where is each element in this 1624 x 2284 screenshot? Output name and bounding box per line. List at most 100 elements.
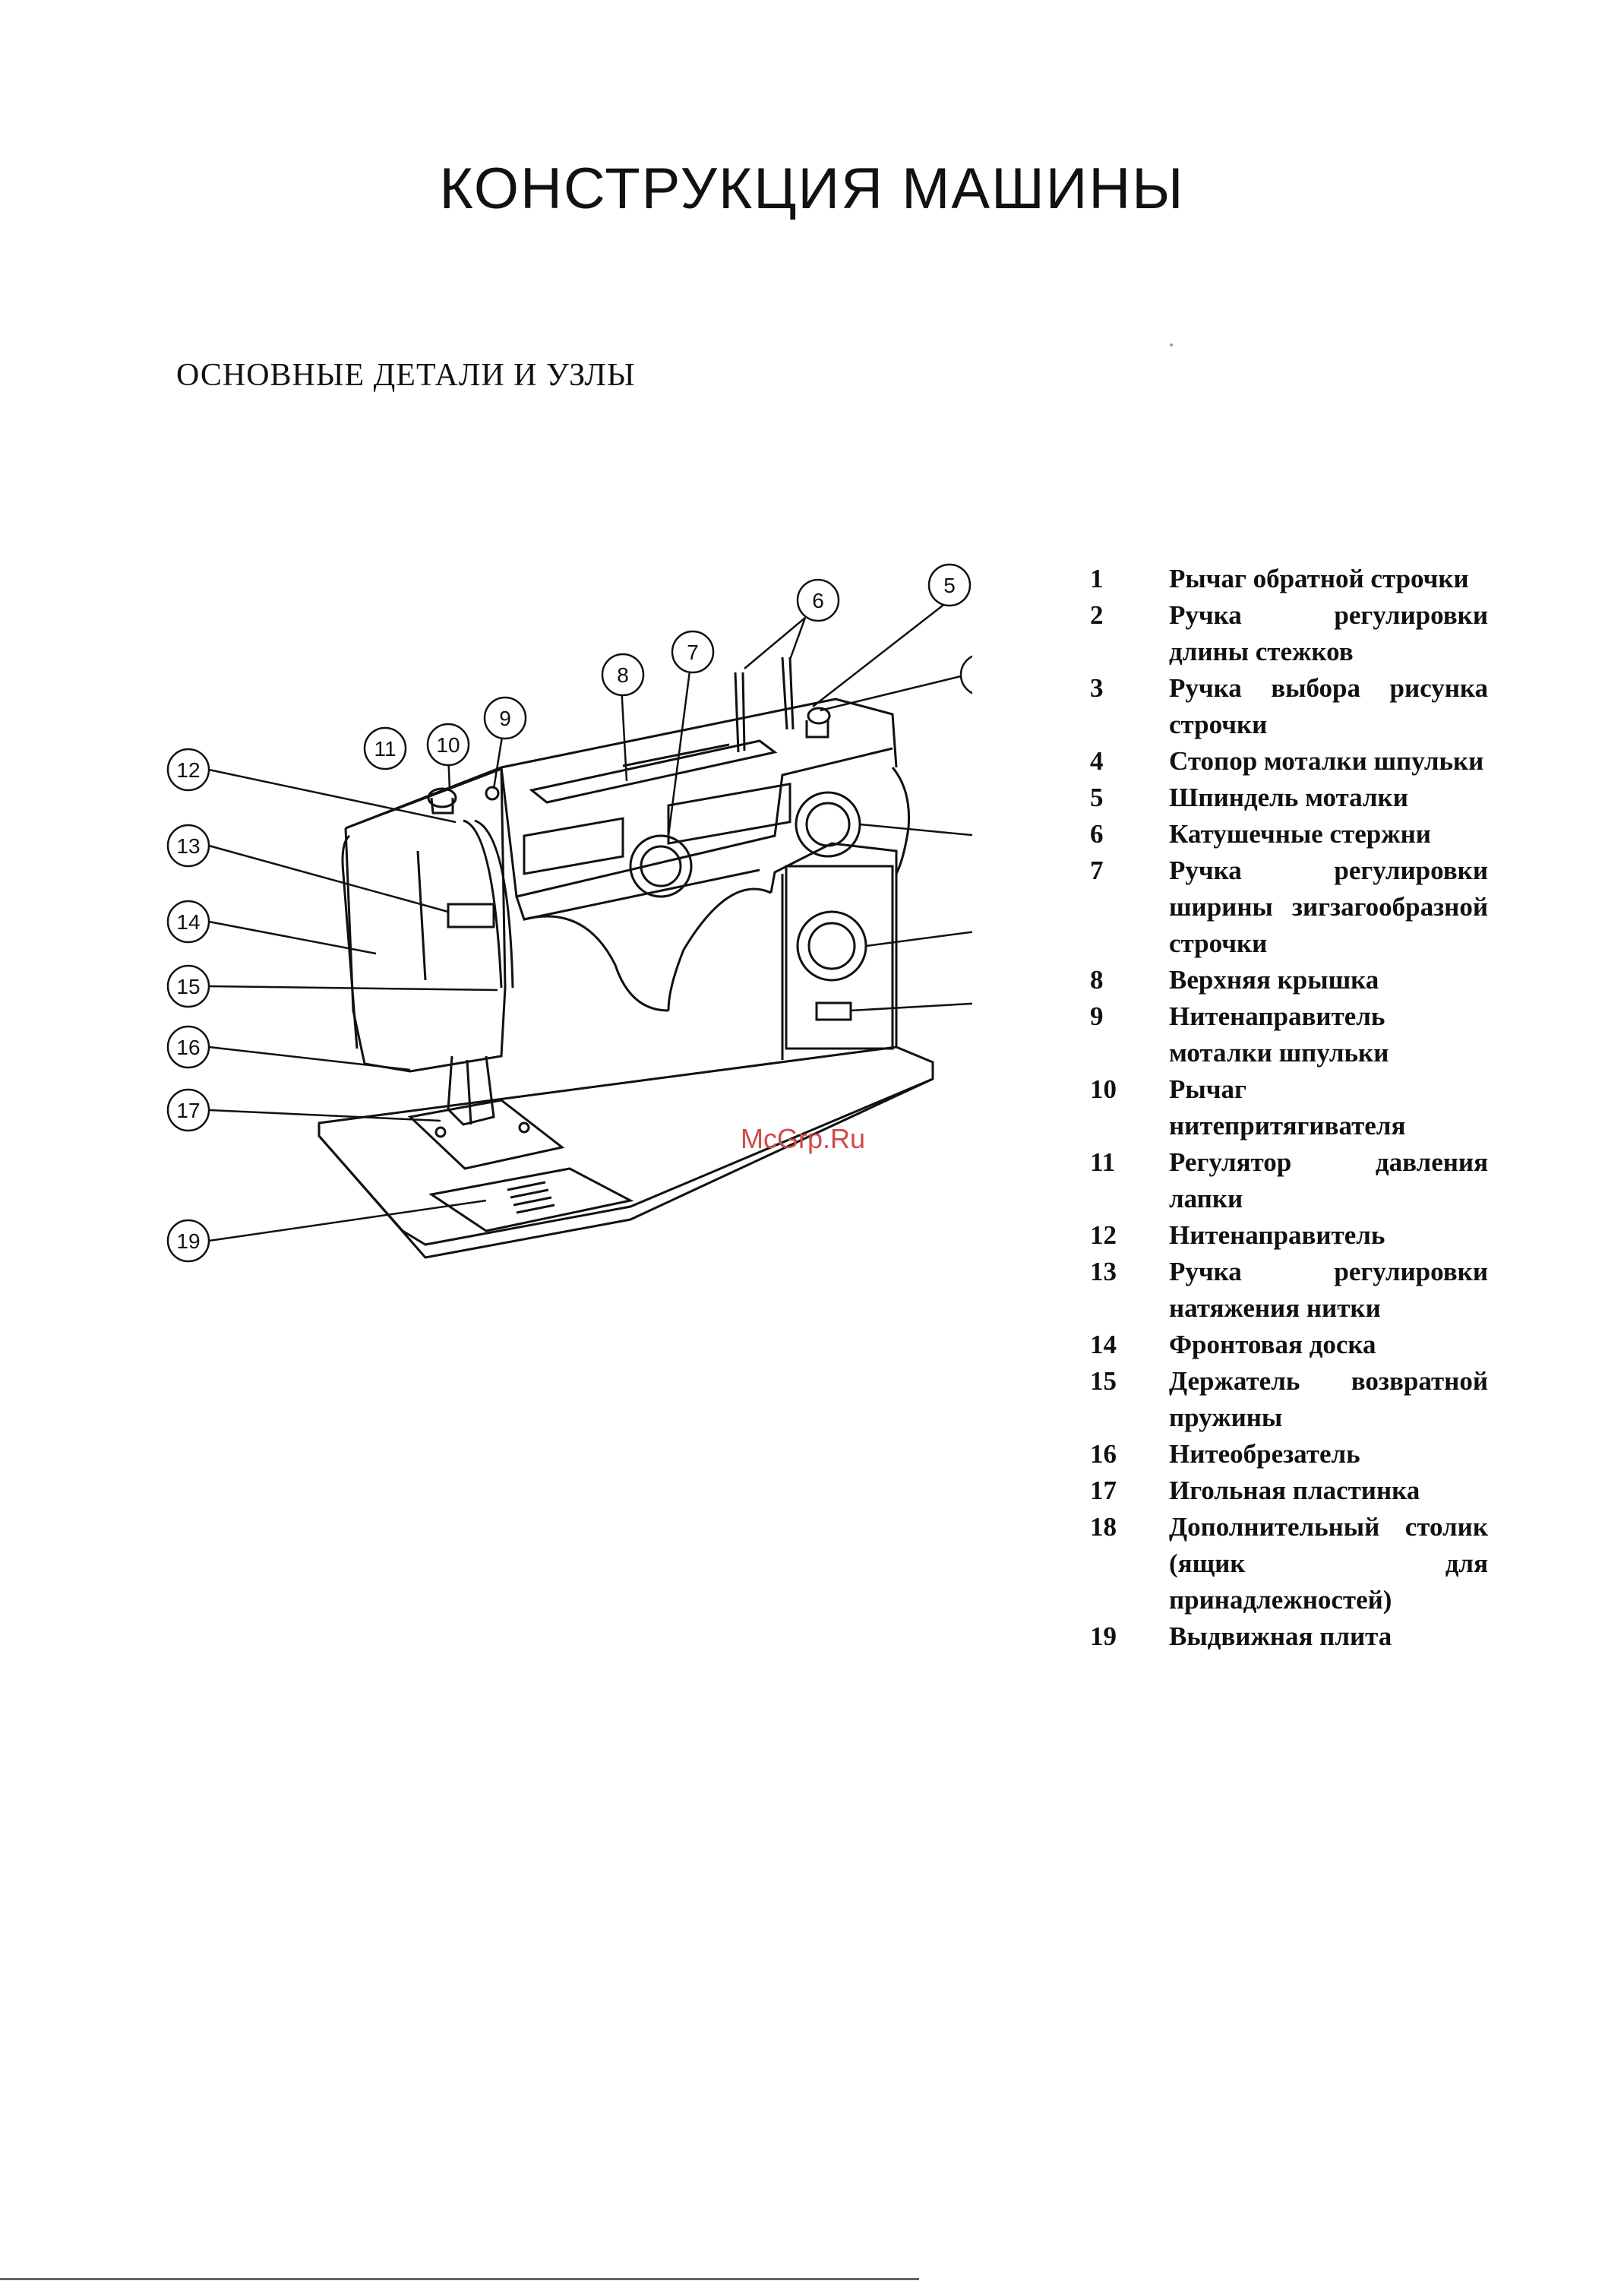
scan-edge-rule	[0, 2278, 919, 2280]
legend-text: Игольная пластинка	[1169, 1476, 1420, 1505]
callout-label-13: 13	[176, 834, 200, 858]
legend-text: Стопор моталки шпульки	[1169, 746, 1484, 776]
legend-text: Верхняя крышка	[1169, 965, 1379, 995]
tension-knob-drawing	[447, 903, 495, 928]
callout-label-6: 6	[812, 589, 824, 612]
width-dial-drawing	[629, 834, 693, 898]
legend-item: 16 Нитеобрезатель	[1090, 1436, 1489, 1473]
callout-label-8: 8	[617, 663, 629, 687]
top-cover-drawing	[529, 739, 778, 804]
legend-number: 9	[1090, 1001, 1104, 1031]
legend-text: Держатель возвратной пружины	[1169, 1366, 1488, 1432]
legend-number: 11	[1090, 1147, 1116, 1177]
legend-text: Дополнительный столик (ящик для принадле…	[1169, 1512, 1488, 1615]
callout-label-11: 11	[374, 737, 396, 761]
legend-number: 15	[1090, 1366, 1117, 1396]
legend-item: 2 Ручка регулировки длины стежков	[1090, 597, 1489, 670]
legend-item: 17 Игольная пластинка	[1090, 1473, 1489, 1509]
callout-label-14: 14	[176, 910, 200, 934]
legend-item: 3 Ручка выбора рисунка строчки	[1090, 670, 1489, 743]
legend-number: 3	[1090, 673, 1104, 703]
legend-text: Рычаг нитепритягивателя	[1169, 1074, 1406, 1140]
legend-text: Нитенаправитель	[1169, 1220, 1385, 1250]
callout-label-16: 16	[176, 1036, 200, 1059]
legend-text: Ручка регулировки ширины зигзагообразной…	[1169, 856, 1488, 958]
legend-item: 11 Регулятор давления лапки	[1090, 1144, 1489, 1217]
legend-item: 10 Рычаг нитепритягивателя	[1090, 1071, 1489, 1144]
callout-label-10: 10	[436, 733, 460, 757]
legend-text: Нитенаправитель моталки шпульки	[1169, 1001, 1389, 1068]
legend-text: Рычаг обратной строчки	[1169, 564, 1469, 593]
legend-number: 5	[1090, 783, 1104, 812]
callout-label-19: 19	[176, 1229, 200, 1253]
callout-label-17: 17	[176, 1099, 200, 1122]
callout-8	[601, 653, 645, 697]
callout-5	[927, 563, 972, 607]
hand-wheel-drawing	[891, 767, 911, 875]
callout-10	[426, 723, 470, 767]
legend-number: 19	[1090, 1621, 1117, 1651]
legend-item: 13 Ручка регулировки натяжения нитки	[1090, 1254, 1489, 1327]
callout-9	[483, 696, 527, 740]
legend-item: 1 Рычаг обратной строчки	[1090, 561, 1489, 597]
legend-text: Ручка выбора рисунка строчки	[1169, 673, 1488, 739]
callout-label-15: 15	[176, 975, 200, 998]
callout-12	[166, 748, 210, 792]
legend-item: 6 Катушечные стержни	[1090, 816, 1489, 853]
callout-16	[166, 1025, 210, 1069]
legend-item: 7 Ручка регулировки ширины зигзагообразно…	[1090, 853, 1489, 962]
legend-text: Выдвижная плита	[1169, 1621, 1392, 1651]
machine-head	[344, 767, 507, 1073]
legend-number: 12	[1090, 1220, 1117, 1250]
legend-number: 6	[1090, 819, 1104, 849]
legend-item: 15 Держатель возвратной пружины	[1090, 1363, 1489, 1436]
legend-number: 4	[1090, 746, 1104, 776]
legend-number: 16	[1090, 1439, 1117, 1469]
legend-item: 18 Дополнительный столик (ящик для принад…	[1090, 1509, 1489, 1618]
legend-number: 1	[1090, 564, 1104, 593]
legend-number: 10	[1090, 1074, 1117, 1104]
legend-number: 2	[1090, 600, 1104, 630]
legend-number: 8	[1090, 965, 1104, 995]
legend-text: Катушечные стержни	[1169, 819, 1431, 849]
section-subtitle: ОСНОВНЫЕ ДЕТАЛИ И УЗЛЫ	[176, 358, 636, 393]
legend-text: Шпиндель моталки	[1169, 783, 1408, 812]
needle-plate-drawing	[407, 1099, 565, 1170]
legend-text: Ручка регулировки длины стежков	[1169, 600, 1488, 666]
scan-speck	[1337, 1307, 1340, 1310]
legend-item: 9 Нитенаправитель моталки шпульки	[1090, 998, 1489, 1071]
callout-4	[959, 655, 972, 694]
legend-text: Регулятор давления лапки	[1169, 1147, 1488, 1213]
legend-number: 17	[1090, 1476, 1117, 1505]
callout-15	[166, 964, 210, 1008]
callout-label-12: 12	[176, 758, 200, 782]
legend-item: 14 Фронтовая доска	[1090, 1327, 1489, 1363]
legend-number: 18	[1090, 1512, 1117, 1542]
callout-11	[363, 726, 407, 770]
legend-text: Ручка регулировки натяжения нитки	[1169, 1257, 1488, 1323]
callout-19	[166, 1219, 210, 1263]
legend-number: 14	[1090, 1330, 1117, 1359]
legend-number: 13	[1090, 1257, 1117, 1286]
legend-text: Нитеобрезатель	[1169, 1439, 1360, 1469]
callout-label-9: 9	[499, 707, 511, 730]
callout-label-7: 7	[687, 641, 699, 664]
legend-number: 7	[1090, 856, 1104, 885]
callout-13	[166, 824, 210, 868]
stitch-length-panel	[785, 865, 894, 1050]
legend-item: 12 Нитенаправитель	[1090, 1217, 1489, 1254]
slide-plate-drawing	[428, 1167, 634, 1232]
legend-text: Фронтовая доска	[1169, 1330, 1376, 1359]
legend-item: 4 Стопор моталки шпульки	[1090, 743, 1489, 780]
legend-item: 19 Выдвижная плита	[1090, 1618, 1489, 1655]
page-title: КОНСТРУКЦИЯ МАШИНЫ	[439, 157, 1185, 221]
callout-14	[166, 900, 210, 944]
watermark-text: McGrp.Ru	[741, 1123, 866, 1154]
callout-7	[671, 630, 715, 674]
callout-6	[796, 578, 840, 622]
callout-label-5: 5	[943, 574, 956, 597]
sewing-machine-diagram: 1 2 3 4 5 6 7 8 9 10 11 12 13 14 15 16 1…	[166, 563, 972, 1263]
callout-17	[166, 1088, 210, 1132]
legend-item: 5 Шпиндель моталки	[1090, 780, 1489, 816]
